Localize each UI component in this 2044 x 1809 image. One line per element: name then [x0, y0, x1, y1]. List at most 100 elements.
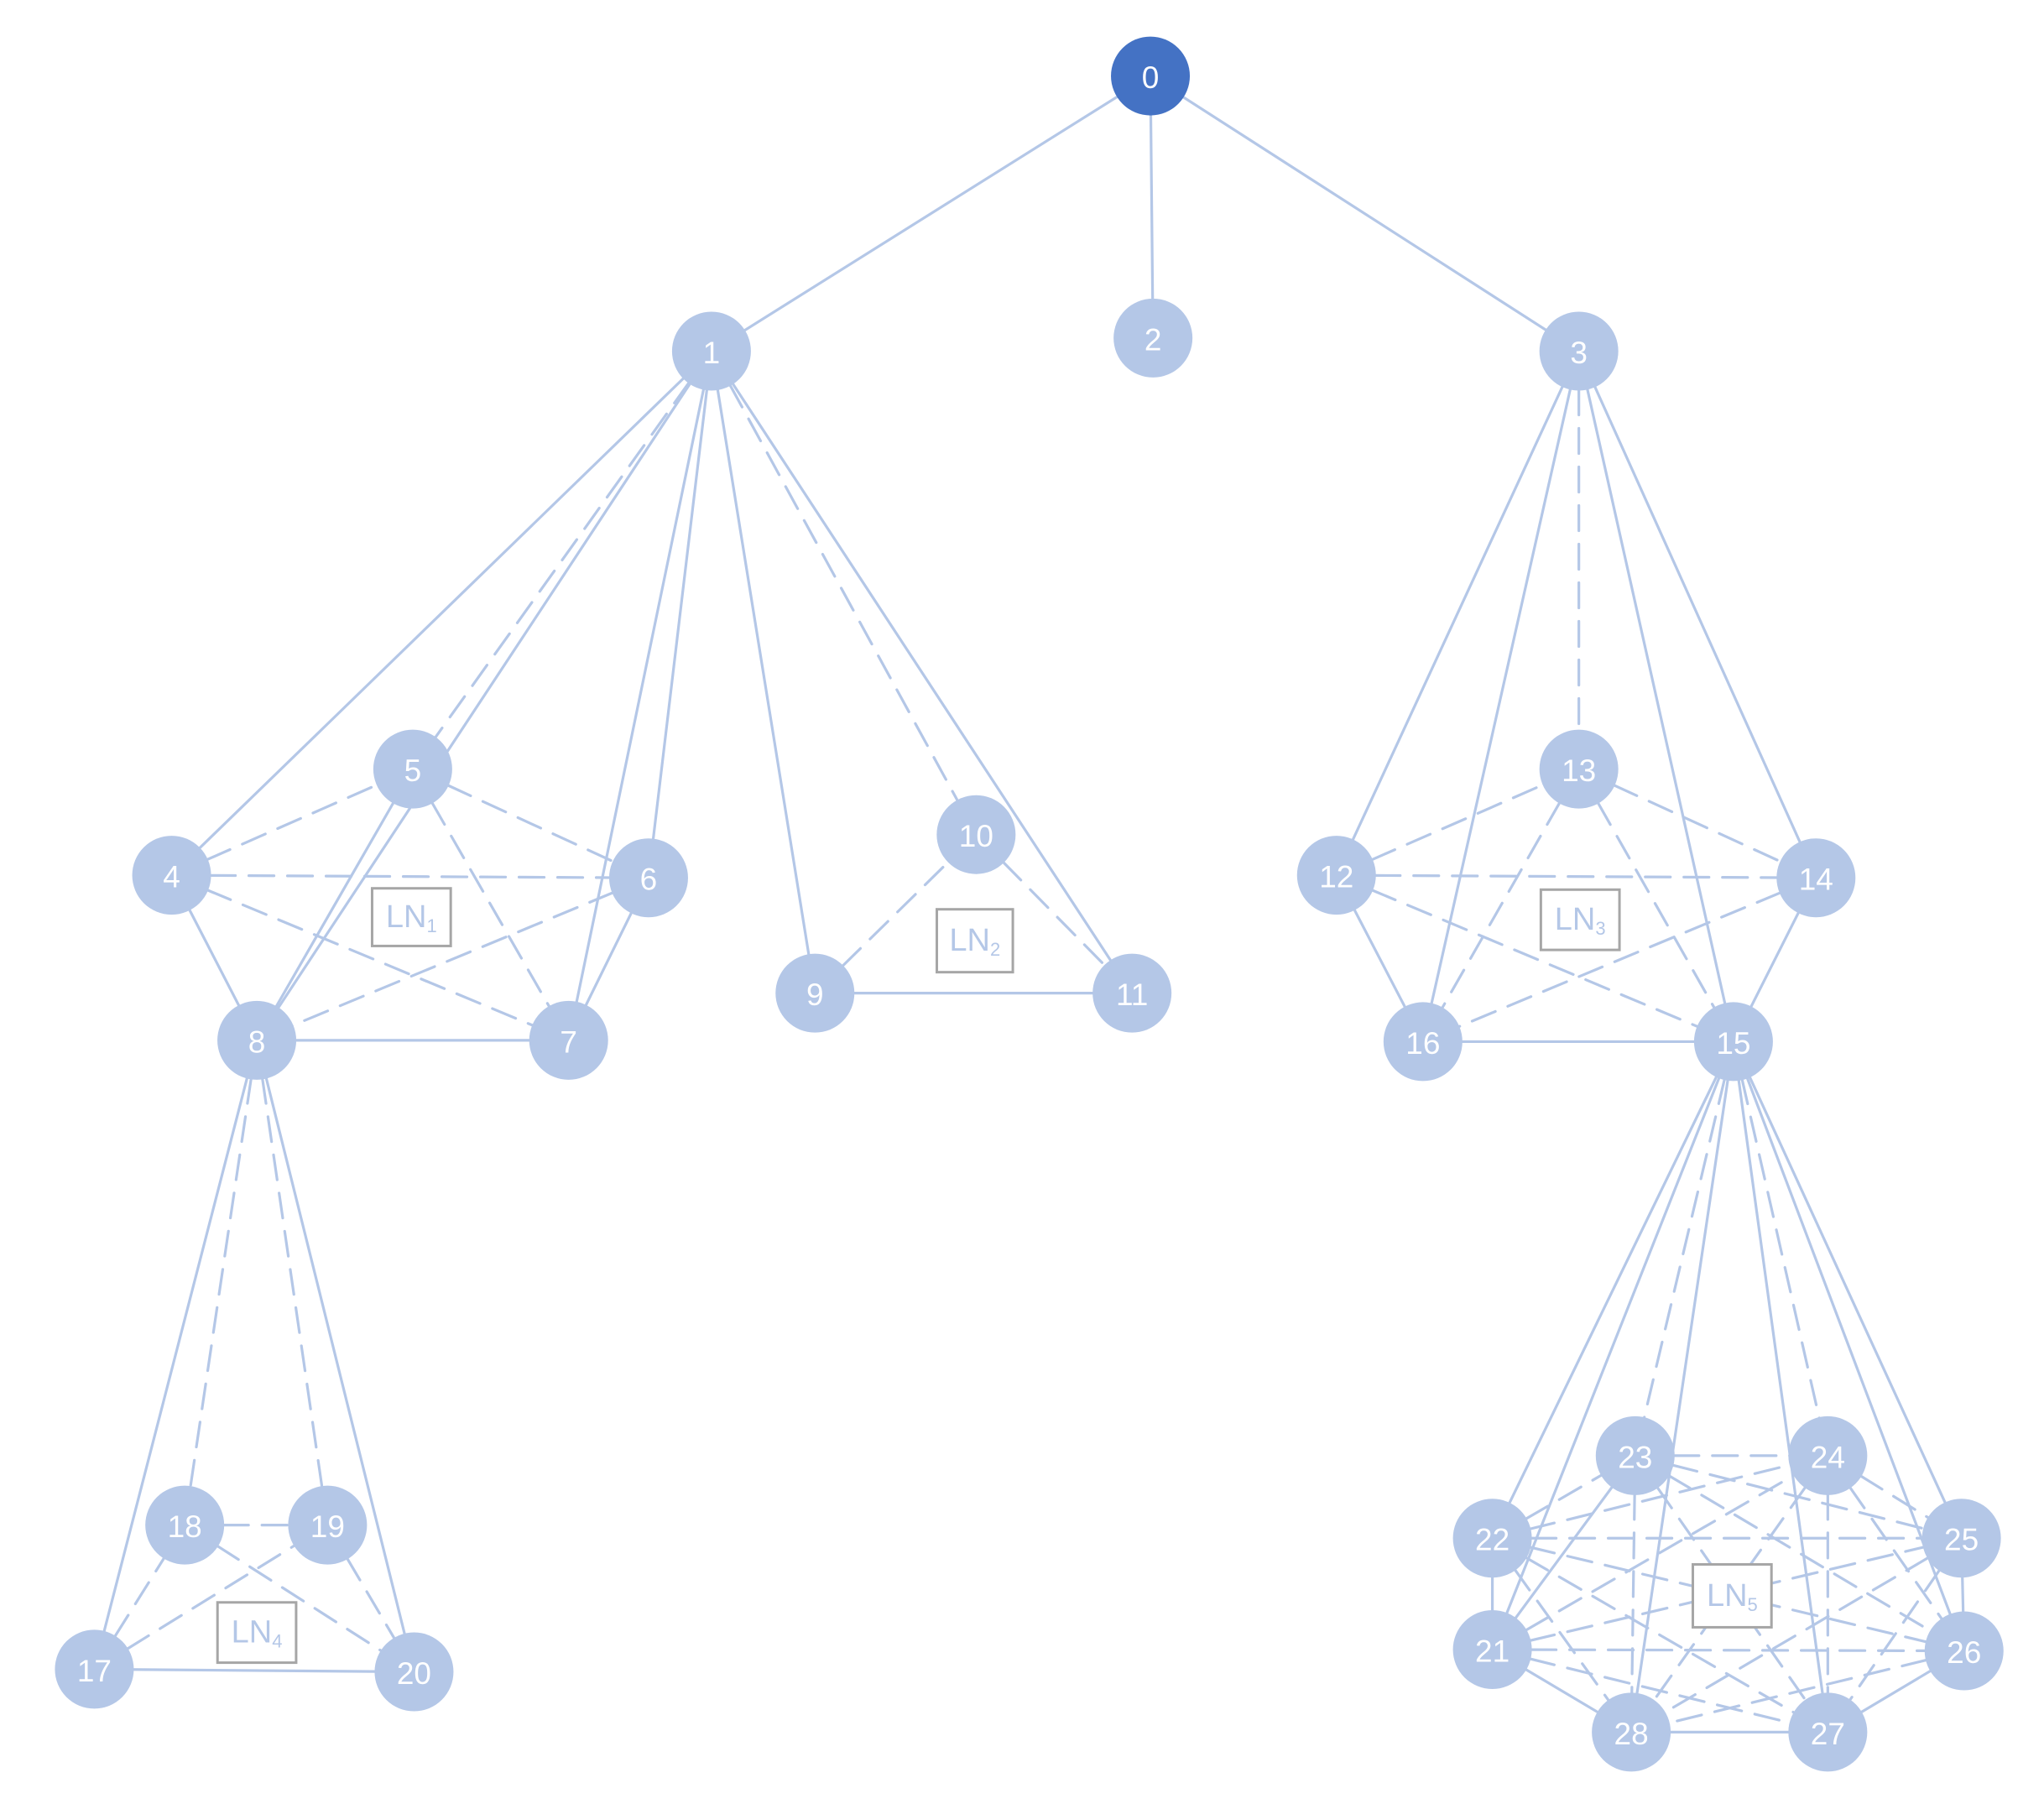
ln-box-2: LN2: [936, 908, 1014, 974]
edge-8-20: [255, 1039, 416, 1674]
node-label: 17: [77, 1654, 112, 1688]
edge-0-2: [1149, 74, 1155, 340]
edge-15-24: [1732, 1040, 1829, 1457]
node-label: 10: [959, 819, 993, 853]
node-16: 16: [1383, 1002, 1463, 1082]
edge-21-26: [1490, 1648, 1966, 1653]
node-1: 1: [671, 311, 751, 391]
node-20: 20: [374, 1632, 454, 1712]
node-23: 23: [1595, 1415, 1675, 1495]
node-label: 3: [1570, 336, 1588, 370]
node-18: 18: [145, 1485, 225, 1565]
edge-6-8: [255, 876, 650, 1042]
edge-12-14: [1335, 873, 1817, 879]
node-circle: [1092, 953, 1172, 1033]
node-label: 5: [404, 753, 422, 788]
edge-3-12: [1335, 349, 1581, 877]
node-circle: [374, 1632, 454, 1712]
node-label: 18: [168, 1509, 202, 1544]
edge-5-6: [411, 768, 650, 879]
node-6: 6: [608, 838, 688, 918]
node-circle: [1693, 1002, 1773, 1082]
edge-12-13: [1335, 768, 1581, 877]
node-label: 15: [1716, 1026, 1750, 1061]
node-label: 27: [1811, 1717, 1845, 1751]
node-circle: [1788, 1692, 1868, 1772]
node-15: 15: [1693, 1002, 1773, 1082]
node-9: 9: [775, 953, 855, 1033]
node-label: 6: [640, 863, 658, 897]
edge-23-26: [1634, 1454, 1966, 1653]
node-12: 12: [1296, 836, 1376, 915]
node-circle: [1595, 1415, 1675, 1495]
node-label: 9: [806, 977, 824, 1012]
node-circle: [1113, 298, 1193, 378]
ln-box-4: LN4: [216, 1601, 298, 1665]
node-label: 24: [1811, 1440, 1845, 1474]
node-circle: [1452, 1609, 1532, 1689]
ln-box-3: LN3: [1539, 888, 1621, 951]
edge-3-15: [1577, 349, 1735, 1044]
node-21: 21: [1452, 1609, 1532, 1689]
node-19: 19: [288, 1485, 368, 1565]
edge-4-6: [169, 873, 650, 879]
ln-box-label: LN1: [386, 899, 437, 936]
edge-4-7: [169, 873, 571, 1042]
edge-15-22: [1490, 1040, 1735, 1540]
edge-1-10: [710, 349, 978, 837]
edge-0-3: [1149, 74, 1581, 353]
edge-21-23: [1490, 1454, 1637, 1651]
ln-box-label: LN4: [232, 1615, 283, 1652]
edge-26-28: [1629, 1649, 1966, 1733]
node-25: 25: [1921, 1499, 2001, 1578]
node-label: 2: [1145, 322, 1162, 357]
node-7: 7: [529, 1000, 608, 1080]
node-26: 26: [1924, 1611, 2004, 1691]
node-27: 27: [1788, 1692, 1868, 1772]
edge-13-15: [1577, 768, 1735, 1044]
edge-12-15: [1335, 873, 1735, 1044]
ln-box-frame: [370, 887, 452, 947]
ln-box-5: LN5: [1692, 1562, 1773, 1629]
node-circle: [288, 1485, 368, 1565]
edge-23-28: [1629, 1454, 1637, 1733]
node-14: 14: [1776, 838, 1856, 918]
node-label: 0: [1142, 60, 1160, 95]
node-28: 28: [1592, 1692, 1671, 1772]
node-circle: [1296, 836, 1376, 915]
edge-22-28: [1490, 1536, 1633, 1733]
edge-15-25: [1732, 1040, 1963, 1540]
node-label: 20: [397, 1656, 431, 1691]
node-label: 4: [163, 860, 180, 894]
node-24: 24: [1788, 1415, 1868, 1495]
edge-22-24: [1490, 1454, 1829, 1540]
node-label: 13: [1562, 753, 1596, 788]
node-label: 23: [1618, 1440, 1652, 1474]
ln-box-frame: [216, 1601, 298, 1665]
node-circle: [1539, 729, 1619, 809]
node-circle: [775, 953, 855, 1033]
ln-box-label: LN5: [1707, 1578, 1758, 1615]
node-circle: [217, 1000, 297, 1080]
edges-layer: [92, 74, 1966, 1733]
node-circle: [1788, 1415, 1868, 1495]
node-circle: [1924, 1611, 2004, 1691]
node-label: 22: [1475, 1523, 1510, 1557]
node-label: 26: [1947, 1635, 1981, 1670]
edge-13-16: [1421, 768, 1581, 1044]
node-circle: [529, 1000, 608, 1080]
node-label: 14: [1799, 863, 1833, 897]
edge-8-19: [255, 1039, 329, 1527]
edge-15-23: [1634, 1040, 1735, 1457]
edge-1-6: [647, 349, 713, 879]
edge-1-8: [255, 349, 713, 1042]
node-circle: [373, 729, 452, 809]
edge-15-28: [1629, 1040, 1735, 1733]
ln-box-frame: [936, 908, 1014, 974]
node-circle: [1111, 36, 1191, 116]
node-label: 16: [1405, 1026, 1440, 1061]
node-2: 2: [1113, 298, 1193, 378]
